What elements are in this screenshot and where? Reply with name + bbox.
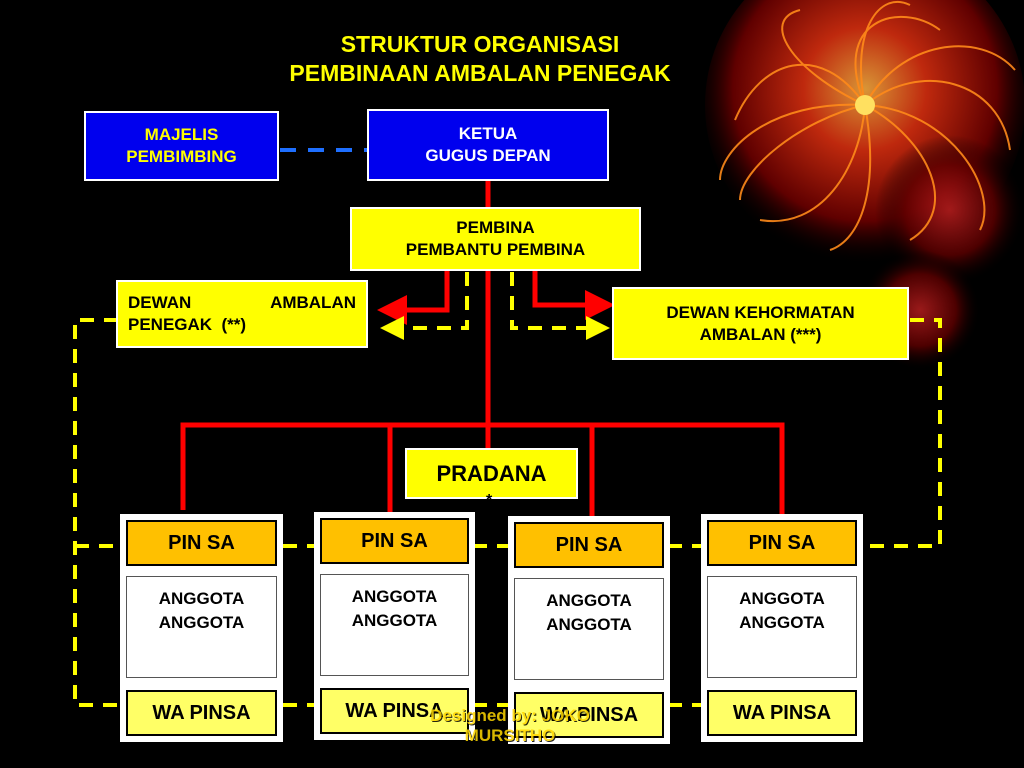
wapinsa-label: WA PINSA [126, 690, 277, 736]
patrol-1: PIN SA ANGGOTA ANGGOTA WA PINSA [120, 514, 283, 742]
pradana-mark: * [486, 492, 492, 510]
member-2: ANGGOTA [352, 609, 438, 633]
majelis-pembimbing-box: MAJELIS PEMBIMBING [84, 111, 279, 181]
dewan-kehormatan-line-2: AMBALAN (***) [700, 324, 822, 346]
pinsa-label: PIN SA [320, 518, 469, 564]
pinsa-label: PIN SA [514, 522, 664, 568]
credit-line-2: MURSITHO [385, 726, 635, 746]
members-list: ANGGOTA ANGGOTA [514, 578, 664, 680]
dewan-kehormatan-box: DEWAN KEHORMATAN AMBALAN (***) [612, 287, 909, 360]
member-1: ANGGOTA [159, 587, 245, 611]
member-1: ANGGOTA [546, 589, 632, 613]
ketua-line-1: KETUA [459, 123, 518, 145]
members-list: ANGGOTA ANGGOTA [126, 576, 277, 678]
member-1: ANGGOTA [352, 585, 438, 609]
pinsa-label: PIN SA [707, 520, 857, 566]
pinsa-label: PIN SA [126, 520, 277, 566]
wapinsa-label: WA PINSA [707, 690, 857, 736]
designer-credit: Designed by: JOKO MURSITHO [385, 706, 635, 746]
patrol-4: PIN SA ANGGOTA ANGGOTA WA PINSA [701, 514, 863, 742]
title-line-2: PEMBINAAN AMBALAN PENEGAK [190, 59, 770, 88]
credit-line-1: Designed by: JOKO [385, 706, 635, 726]
dewan-ambalan-box: DEWAN AMBALAN PENEGAK (**) [116, 280, 368, 348]
majelis-line-1: MAJELIS [145, 124, 219, 146]
dewan-ambalan-line-1: DEWAN AMBALAN [128, 292, 356, 314]
dewan-ambalan-line-2: PENEGAK (**) [128, 314, 356, 336]
pembina-box: PEMBINA PEMBANTU PEMBINA [350, 207, 641, 271]
members-list: ANGGOTA ANGGOTA [707, 576, 857, 678]
member-2: ANGGOTA [159, 611, 245, 635]
dewan-ambalan-word-2: AMBALAN [270, 292, 356, 314]
title-line-1: STRUKTUR ORGANISASI [190, 30, 770, 59]
dewan-kehormatan-line-1: DEWAN KEHORMATAN [666, 302, 854, 324]
ketua-line-2: GUGUS DEPAN [425, 145, 550, 167]
page-title: STRUKTUR ORGANISASI PEMBINAAN AMBALAN PE… [190, 30, 770, 88]
dewan-ambalan-word-1: DEWAN [128, 292, 191, 314]
pradana-label: PRADANA [437, 463, 547, 485]
member-1: ANGGOTA [739, 587, 825, 611]
pembina-line-1: PEMBINA [456, 217, 534, 239]
members-list: ANGGOTA ANGGOTA [320, 574, 469, 676]
pembina-line-2: PEMBANTU PEMBINA [406, 239, 585, 261]
majelis-line-2: PEMBIMBING [126, 146, 237, 168]
member-2: ANGGOTA [546, 613, 632, 637]
member-2: ANGGOTA [739, 611, 825, 635]
ketua-gugus-depan-box: KETUA GUGUS DEPAN [367, 109, 609, 181]
